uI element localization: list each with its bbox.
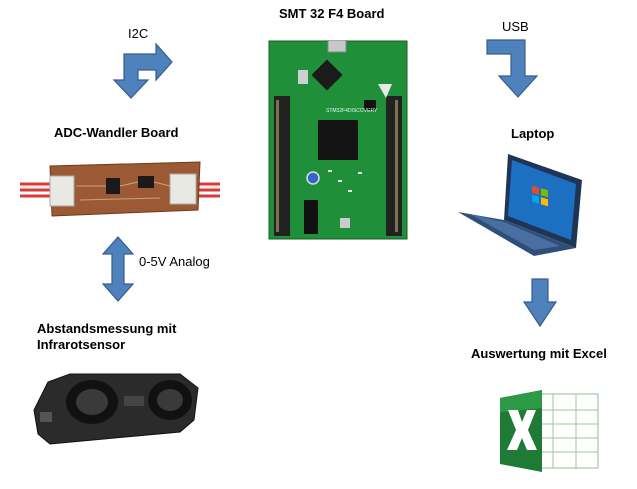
down-arrow [522,278,558,328]
laptop-image [458,154,582,256]
adc-title: ADC-Wandler Board [54,125,179,140]
stm32-board-image: STM32F4DISCOVERY [268,40,408,240]
analog-double-arrow [102,236,134,302]
i2c-arrow [112,42,173,99]
analog-label: 0-5V Analog [139,254,210,269]
adc-board-image [20,161,220,217]
board-title: SMT 32 F4 Board [279,6,385,21]
usb-label: USB [502,19,529,34]
ir-sensor-image [33,373,199,445]
excel-title: Auswertung mit Excel [471,346,607,361]
laptop-title: Laptop [511,126,555,141]
sensor-title: Abstandsmessung mit Infrarotsensor [37,321,177,352]
pcb-text: STM32F4DISCOVERY [326,108,378,114]
usb-arrow [486,39,539,98]
i2c-label: I2C [128,26,149,41]
excel-icon [500,390,599,472]
